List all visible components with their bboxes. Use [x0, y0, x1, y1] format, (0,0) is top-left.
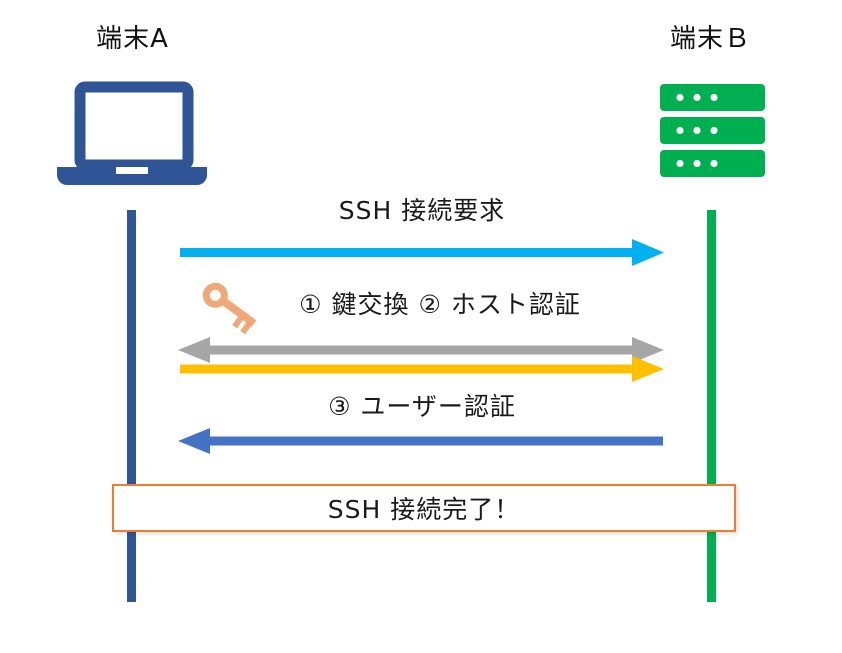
exchange-arrow-yellow: [180, 356, 664, 382]
exchange-arrow-gray: [178, 337, 664, 363]
request-arrow: [180, 239, 664, 266]
completion-label: SSH 接続完了！: [327, 495, 521, 524]
laptop-icon: [57, 81, 207, 185]
user-auth-arrow: [178, 428, 663, 454]
lifeline-b: [707, 210, 716, 602]
lifeline-a: [127, 210, 136, 602]
terminal-b-label: 端末Ｂ: [669, 24, 751, 54]
user-auth-label: ③ ユーザー認証: [328, 392, 516, 421]
completion-box: SSH 接続完了！: [112, 484, 736, 532]
server-icon: [660, 84, 765, 177]
key-icon: [202, 282, 257, 335]
terminal-a-label: 端末А: [96, 24, 169, 54]
exchange-label: ① 鍵交換 ② ホスト認証: [299, 290, 581, 319]
request-label: SSH 接続要求: [338, 196, 506, 225]
